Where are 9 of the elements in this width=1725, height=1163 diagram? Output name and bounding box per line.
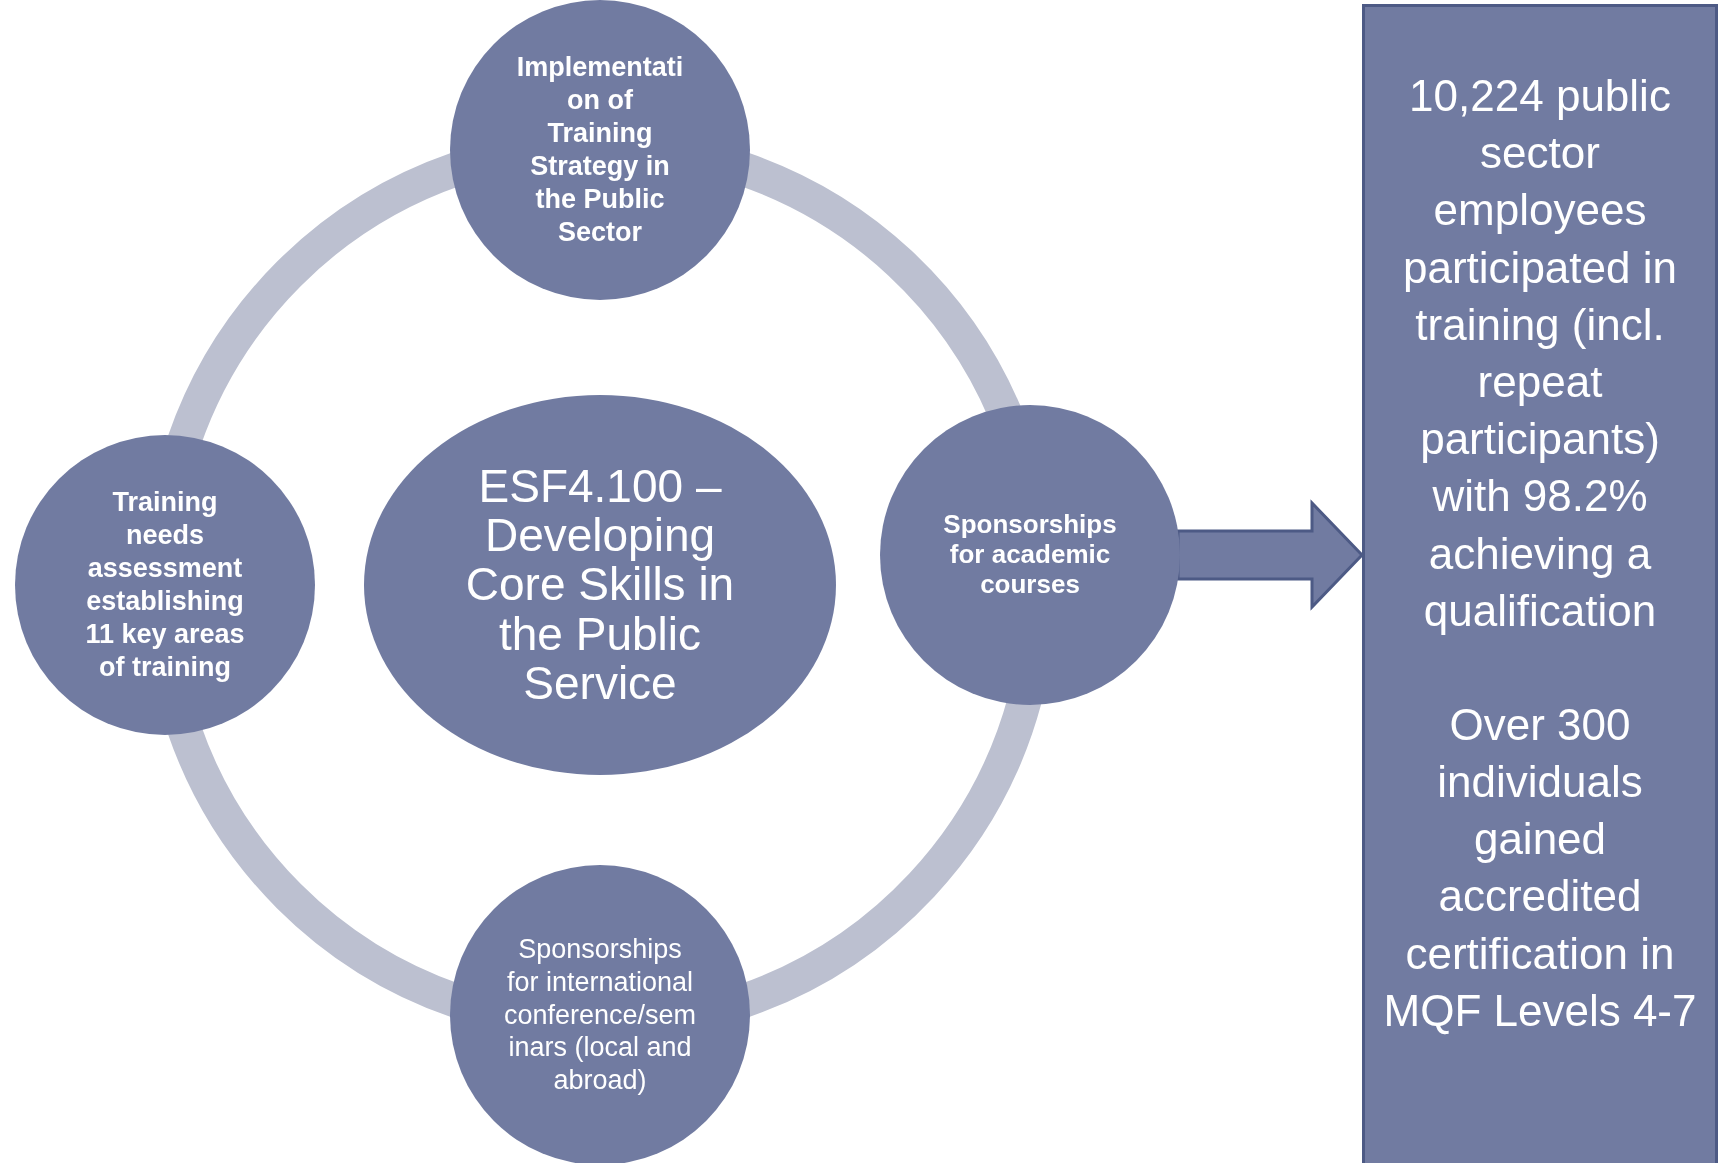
result-text: Over 300 individuals gained accredited certification in MQF Levels 4-7 [1382,698,1698,1037]
node-label: Training needs assessment establishing 11 key areas of training [84,486,246,684]
block-arrow [1176,499,1365,611]
result-panel [1362,4,1718,1163]
node-label: Sponsorships for international conference/seminars (local and abroad) [502,932,698,1098]
node-label: Implementation of Training Strategy in the Public Sector [515,51,685,249]
result-text: 10,224 public sector employees participated in training (incl. repeat participants) with 98.2% achieving a qualification [1402,70,1678,637]
node-label: ESF4.100 – Developing Core Skills in the Public Service [464,461,736,709]
node-label: Sponsorships for academic courses [942,510,1118,600]
